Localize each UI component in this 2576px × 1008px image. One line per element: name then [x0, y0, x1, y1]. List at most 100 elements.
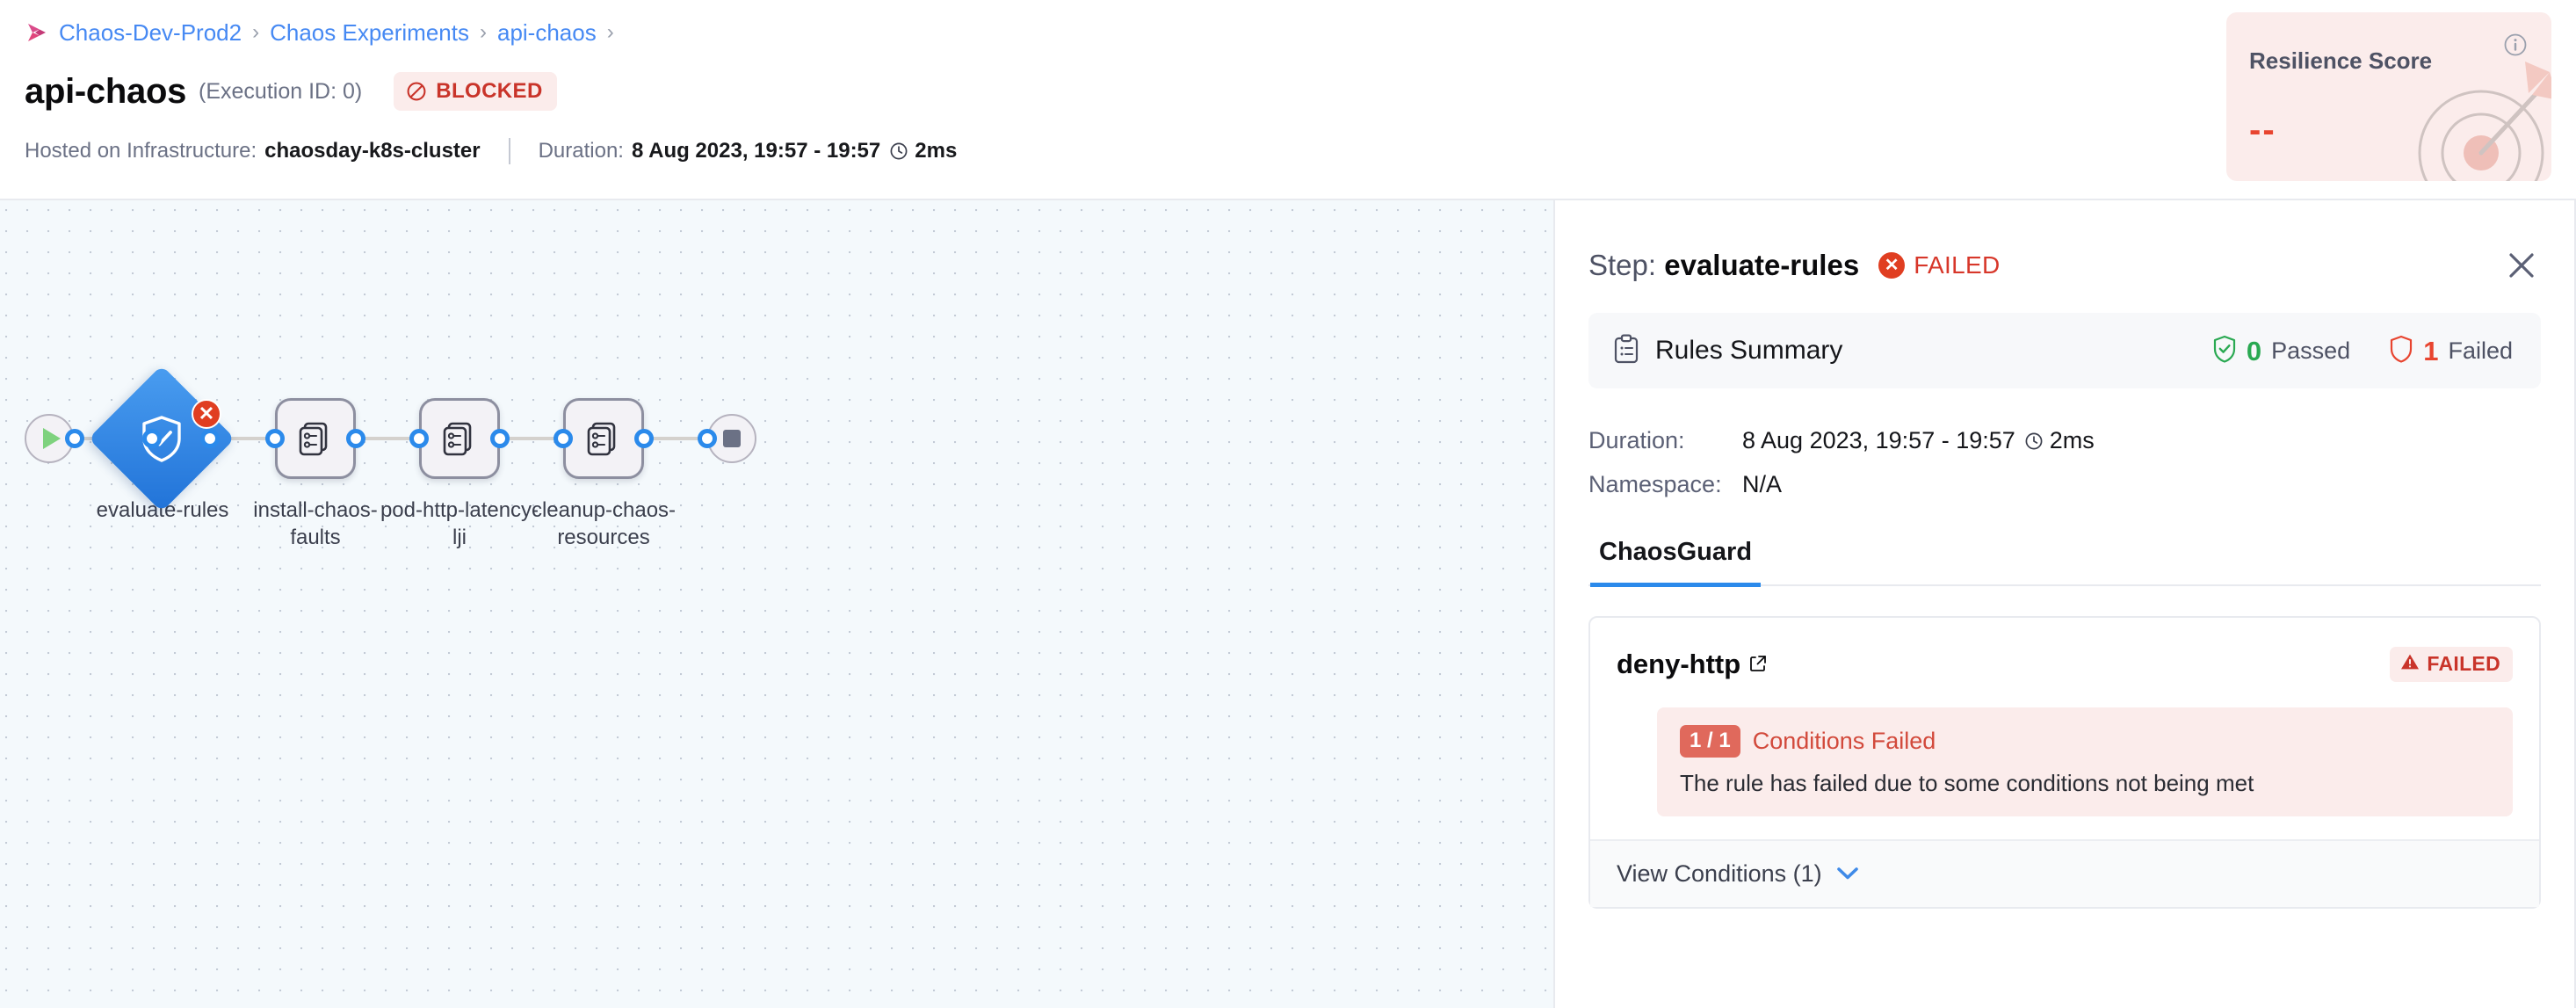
stop-icon — [723, 430, 741, 447]
breadcrumb-item-2[interactable]: api-chaos — [496, 19, 597, 46]
status-badge-label: BLOCKED — [436, 78, 543, 103]
panel-tabs: ChaosGuard — [1588, 531, 2541, 587]
edge-podhttp-to-cleanup — [485, 437, 571, 440]
detail-suffix: 2ms — [2049, 426, 2095, 453]
page-title: api-chaos — [25, 71, 187, 111]
pipeline-canvas[interactable]: ✕ evaluate-rules install-chaos- — [0, 200, 1553, 1008]
port-start-out[interactable] — [65, 429, 84, 448]
detail-row-namespace: Namespace: N/A — [1588, 462, 2541, 506]
harness-logo-icon — [25, 21, 49, 46]
rules-summary-title: Rules Summary — [1655, 336, 1843, 365]
rules-failed-count: 1 — [2423, 335, 2439, 366]
chaos-fault-icon — [587, 422, 616, 456]
status-badge: BLOCKED — [394, 72, 557, 111]
close-icon[interactable] — [2504, 248, 2539, 283]
resilience-score-label: Resilience Score — [2249, 47, 2433, 74]
clock-icon — [2024, 430, 2044, 457]
page-header: Chaos-Dev-Prod2 › Chaos Experiments › ap… — [0, 0, 2576, 200]
view-conditions-toggle[interactable]: View Conditions (1) — [1590, 838, 2539, 907]
edge-cleanup-to-end — [629, 437, 715, 440]
rules-failed-label: Failed — [2448, 337, 2513, 364]
resilience-score-value: -- — [2249, 111, 2276, 149]
breadcrumb-item-0[interactable]: Chaos-Dev-Prod2 — [59, 19, 242, 46]
rule-status-label: FAILED — [2427, 652, 2500, 675]
breadcrumb-separator: › — [252, 20, 260, 44]
rule-name-text: deny-http — [1617, 649, 1741, 679]
node-label-pod-http-latency-lji: pod-http-latency- lji — [380, 498, 539, 549]
edge-install-to-podhttp — [341, 437, 427, 440]
info-icon[interactable] — [2502, 32, 2529, 58]
shield-red-icon — [2389, 335, 2413, 367]
title-row: api-chaos (Execution ID: 0) BLOCKED — [25, 69, 2576, 114]
detail-key: Duration: — [1588, 426, 1685, 453]
meta-row: Hosted on Infrastructure: chaosday-k8s-c… — [25, 137, 2576, 165]
node-cleanup-chaos-resources[interactable] — [563, 398, 644, 479]
port-podhttp-out[interactable] — [490, 429, 510, 448]
chaos-fault-icon — [443, 422, 472, 456]
breadcrumb-separator: › — [479, 20, 487, 44]
port-cleanup-in[interactable] — [554, 429, 573, 448]
clock-icon — [889, 141, 908, 167]
conditions-failed-description: The rule has failed due to some conditio… — [1680, 769, 2254, 796]
node-label-cleanup-chaos-resources: cleanup-chaos- resources — [531, 498, 677, 549]
breadcrumb: Chaos-Dev-Prod2 › Chaos Experiments › ap… — [25, 18, 2576, 47]
detail-key: Namespace: — [1588, 470, 1722, 497]
duration-value: 2ms — [915, 139, 958, 163]
node-pod-http-latency-lji[interactable] — [419, 398, 500, 479]
panel-content: Rules Summary 0 Passed — [1555, 294, 2574, 1008]
resilience-score-card: Resilience Score -- — [2226, 12, 2551, 181]
tab-chaosguard[interactable]: ChaosGuard — [1590, 531, 1762, 587]
external-link-icon[interactable] — [1748, 649, 1768, 680]
node-label-install-chaos-faults: install-chaos- faults — [253, 498, 378, 549]
port-cleanup-out[interactable] — [634, 429, 654, 448]
step-status-label: FAILED — [1914, 251, 2001, 279]
detail-value: 8 Aug 2023, 19:57 - 19:57 — [1742, 426, 2015, 453]
rules-failed-group: 1 Failed — [2389, 335, 2513, 367]
rule-card-deny-http: deny-http — [1588, 616, 2541, 909]
port-evaluate-rules-out[interactable] — [200, 429, 220, 448]
panel-step-title: Step: evaluate-rules — [1588, 249, 1859, 282]
execution-id: (Execution ID: 0) — [199, 78, 363, 104]
edge-evaluate-rules-to-install — [216, 437, 285, 440]
warning-triangle-icon — [2400, 652, 2420, 676]
duration-label: Duration: — [538, 139, 624, 163]
error-circle-icon: ✕ — [1878, 252, 1906, 279]
infra-label: Hosted on Infrastructure: — [25, 139, 257, 163]
port-install-out[interactable] — [346, 429, 365, 448]
rule-name-link[interactable]: deny-http — [1617, 649, 1768, 680]
port-end-in[interactable] — [698, 429, 717, 448]
step-name: evaluate-rules — [1664, 249, 1860, 281]
page-body: ✕ evaluate-rules install-chaos- — [0, 200, 2576, 1008]
view-conditions-label: View Conditions (1) — [1617, 859, 1822, 887]
conditions-failed-title: Conditions Failed — [1752, 727, 1936, 754]
rules-passed-count: 0 — [2246, 335, 2262, 366]
step-status-badge: ✕ FAILED — [1878, 251, 2000, 279]
node-install-chaos-faults[interactable] — [275, 398, 356, 479]
port-evaluate-rules-in[interactable] — [142, 429, 162, 448]
shield-check-green-icon — [2212, 335, 2237, 367]
error-x-icon[interactable]: ✕ — [192, 399, 221, 429]
play-icon — [42, 428, 61, 449]
rule-status-badge: FAILED — [2390, 647, 2513, 682]
breadcrumb-item-1[interactable]: Chaos Experiments — [270, 19, 469, 46]
rules-passed-label: Passed — [2271, 337, 2351, 364]
duration-range: 8 Aug 2023, 19:57 - 19:57 — [631, 139, 881, 163]
port-podhttp-in[interactable] — [409, 429, 429, 448]
step-details-list: Duration: 8 Aug 2023, 19:57 - 19:57 2ms — [1588, 418, 2541, 506]
breadcrumb-separator: › — [606, 20, 614, 44]
panel-header: Step: evaluate-rules ✕ FAILED — [1555, 200, 2574, 294]
port-install-in[interactable] — [265, 429, 285, 448]
clipboard-icon — [1613, 334, 1639, 368]
blocked-icon — [406, 81, 427, 102]
conditions-failed-box: 1 / 1 Conditions Failed The rule has fai… — [1657, 707, 2513, 816]
step-prefix: Step: — [1588, 249, 1657, 281]
meta-divider — [508, 138, 510, 164]
rules-passed-group: 0 Passed — [2212, 335, 2350, 367]
detail-row-duration: Duration: 8 Aug 2023, 19:57 - 19:57 2ms — [1588, 418, 2541, 462]
conditions-count-badge: 1 / 1 — [1680, 725, 1740, 758]
step-details-panel: Step: evaluate-rules ✕ FAILED — [1553, 200, 2576, 1008]
detail-value: N/A — [1742, 470, 1783, 497]
chevron-down-icon[interactable] — [1836, 867, 1859, 881]
chaos-fault-icon — [299, 422, 328, 456]
